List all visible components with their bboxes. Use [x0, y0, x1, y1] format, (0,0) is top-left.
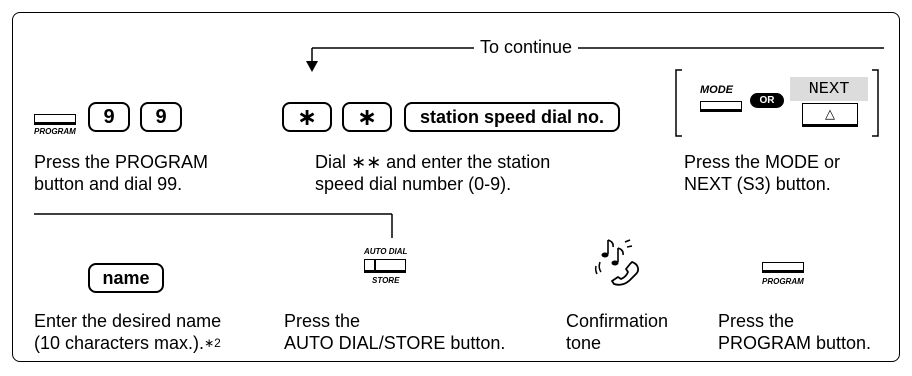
step-5-caption-line-2: AUTO DIAL/STORE button. — [284, 333, 506, 353]
diagram-frame — [12, 12, 900, 362]
step-4-caption-line-2-text: (10 characters max.). — [34, 333, 205, 353]
program-button-label: PROGRAM — [34, 127, 76, 136]
dial-key-9-second[interactable]: 9 — [140, 102, 182, 132]
mode-button-label: MODE — [700, 84, 733, 96]
step-1-caption-line-2: button and dial 99. — [34, 174, 183, 194]
star-key-second[interactable]: ∗ — [342, 102, 392, 132]
step-7-caption-line-2: PROGRAM button. — [718, 333, 872, 353]
step-4-caption-line-2: (10 characters max.).∗2 — [34, 332, 221, 354]
mode-button[interactable] — [700, 101, 742, 112]
triangle-icon: △ — [825, 106, 835, 121]
program-button-final[interactable] — [762, 262, 804, 273]
auto-dial-store-button-divider — [374, 260, 376, 270]
or-badge: OR — [750, 93, 784, 108]
step-3-caption-line-1: Press the MODE or — [684, 152, 841, 172]
step-2-caption-line-1: Dial ∗∗ and enter the station — [315, 152, 551, 172]
footnote-marker: ∗2 — [204, 336, 221, 350]
name-key[interactable]: name — [88, 263, 164, 293]
or-badge-label: OR — [759, 95, 775, 106]
to-continue-label: To continue — [474, 37, 579, 58]
step-1-caption: Press the PROGRAM button and dial 99. — [34, 151, 208, 195]
store-label: STORE — [372, 276, 400, 285]
step-3-caption-line-2: NEXT (S3) button. — [684, 174, 831, 194]
step-7-caption-line-1: Press the — [718, 311, 795, 331]
step-2-caption: Dial ∗∗ and enter the station speed dial… — [315, 151, 550, 195]
step-5-caption-line-1: Press the — [284, 311, 361, 331]
dial-key-9-first[interactable]: 9 — [88, 102, 130, 132]
next-s3-button[interactable]: △ — [802, 103, 858, 127]
step-1-caption-line-1: Press the PROGRAM — [34, 152, 209, 172]
program-button-final-label: PROGRAM — [762, 277, 804, 286]
step-2-caption-line-2: speed dial number (0-9). — [315, 174, 512, 194]
handset-music-icon — [594, 239, 639, 286]
step-4-caption-line-1: Enter the desired name — [34, 311, 222, 331]
next-display: NEXT — [790, 77, 868, 101]
auto-dial-label: AUTO DIAL — [364, 247, 408, 256]
step-7-caption: Press the PROGRAM button. — [718, 310, 871, 354]
star-key-first[interactable]: ∗ — [282, 102, 332, 132]
program-button[interactable] — [34, 114, 76, 125]
step-6-caption-line-2: tone — [566, 333, 602, 353]
auto-dial-store-button[interactable] — [364, 259, 406, 273]
station-speed-dial-key[interactable]: station speed dial no. — [404, 102, 620, 132]
step-4-caption: Enter the desired name (10 characters ma… — [34, 310, 221, 354]
step-5-caption: Press the AUTO DIAL/STORE button. — [284, 310, 505, 354]
step-3-caption: Press the MODE or NEXT (S3) button. — [684, 151, 840, 195]
step-6-caption: Confirmation tone — [566, 310, 668, 354]
step-6-caption-line-1: Confirmation — [566, 311, 669, 331]
